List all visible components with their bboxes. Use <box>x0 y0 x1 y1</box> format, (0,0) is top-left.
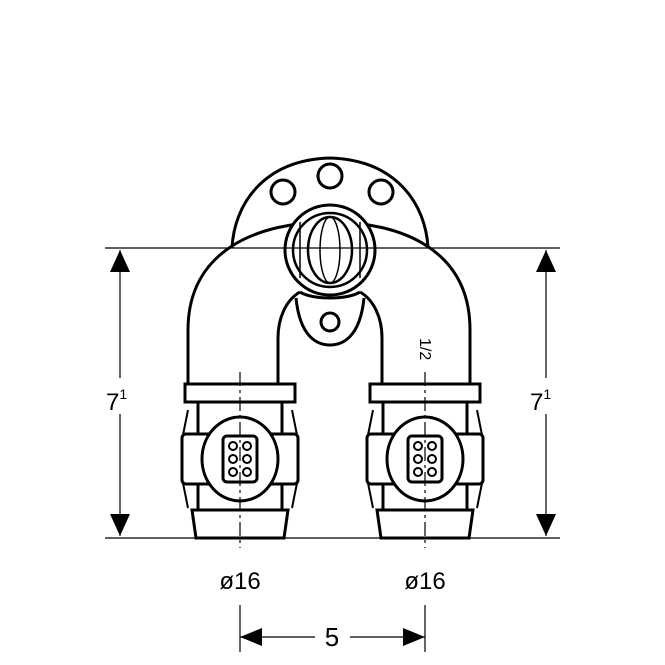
arrow-right-spacing <box>403 628 425 646</box>
flange-plate <box>230 156 430 249</box>
threaded-socket <box>283 203 377 297</box>
height-dimension-right: 71 <box>530 386 551 416</box>
flange-hole-left <box>269 178 297 206</box>
arrow-down-left <box>110 514 130 536</box>
height-left-value: 7 <box>106 389 119 416</box>
arrow-up-right <box>536 250 556 272</box>
height-right-sup: 1 <box>543 386 551 402</box>
height-left-sup: 1 <box>119 386 127 402</box>
dimension-arrows <box>110 250 556 646</box>
diameter-label-left: ø16 <box>219 568 260 595</box>
height-dimension-left: 71 <box>106 386 127 416</box>
diameter-label-right: ø16 <box>404 568 445 595</box>
flange-hole-top <box>316 162 344 190</box>
fitting-marking: 1/2 <box>416 338 433 360</box>
arrow-up-left <box>110 250 130 272</box>
arrow-left-spacing <box>240 628 262 646</box>
dimension-lines <box>105 247 560 652</box>
flange-hole-right <box>367 178 395 206</box>
height-right-value: 7 <box>530 389 543 416</box>
arrow-down-right <box>536 514 556 536</box>
spacing-dimension: 5 <box>325 622 339 652</box>
mounting-flange-icon <box>230 156 430 249</box>
